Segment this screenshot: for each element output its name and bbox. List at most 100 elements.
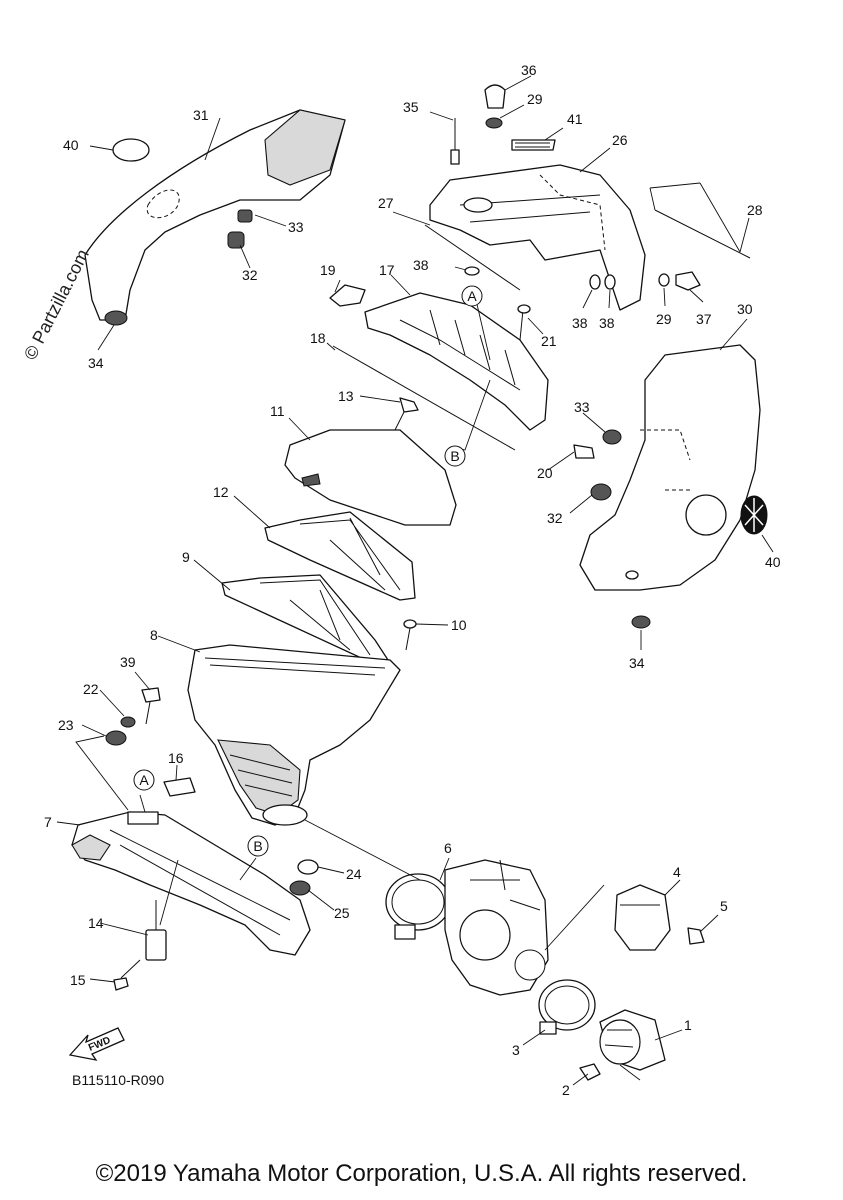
part-36-bolt xyxy=(484,84,506,109)
callout-13: 13 xyxy=(338,388,354,404)
callout-6: 6 xyxy=(444,840,452,856)
callout-32-right: 32 xyxy=(547,510,563,526)
callout-3: 3 xyxy=(512,1042,520,1058)
callout-21: 21 xyxy=(541,333,557,349)
part-32-grommet-right xyxy=(590,483,612,501)
callout-4: 4 xyxy=(673,864,681,880)
part-3-clamp xyxy=(538,979,596,1035)
callout-27: 27 xyxy=(378,195,394,211)
part-30-right-side-cover xyxy=(579,344,761,591)
part-16-clip xyxy=(163,777,196,797)
callout-33-right: 33 xyxy=(574,399,590,415)
callout-8: 8 xyxy=(150,627,158,643)
part-6-clamp xyxy=(385,873,451,940)
part-12-filter-element xyxy=(264,511,416,601)
callout-10: 10 xyxy=(451,617,467,633)
ref-mark-b-bottom: B xyxy=(247,835,269,857)
part-19-clip xyxy=(329,284,366,307)
callout-20: 20 xyxy=(537,465,553,481)
part-22-collar xyxy=(120,716,136,728)
callout-41: 41 xyxy=(567,111,583,127)
callout-1: 1 xyxy=(684,1017,692,1033)
part-11-filter-cover xyxy=(284,429,457,526)
callout-25: 25 xyxy=(334,905,350,921)
callout-19: 19 xyxy=(320,262,336,278)
callout-9: 9 xyxy=(182,549,190,565)
ref-mark-b-bottom-label: B xyxy=(253,838,262,854)
ref-mark-a-bottom-label: A xyxy=(139,772,149,788)
callout-labels: 1 2 3 4 5 6 7 8 9 10 11 12 13 14 15 16 1… xyxy=(44,62,781,1098)
ref-mark-a-top-label: A xyxy=(467,288,477,304)
part-21-screw xyxy=(517,304,531,341)
callout-24: 24 xyxy=(346,866,362,882)
part-38-clips xyxy=(464,266,670,290)
callout-34-right: 34 xyxy=(629,655,645,671)
part-7-lower-case xyxy=(71,811,311,956)
callout-28: 28 xyxy=(747,202,763,218)
callout-34-left: 34 xyxy=(88,355,104,371)
callout-29-top: 29 xyxy=(527,91,543,107)
ref-mark-a-bottom: A xyxy=(133,769,155,791)
callout-16: 16 xyxy=(168,750,184,766)
part-4-cover xyxy=(614,884,671,951)
throttle-body xyxy=(444,859,549,996)
part-37-fastener xyxy=(675,271,701,291)
part-35-screw xyxy=(450,118,460,165)
callout-32-left: 32 xyxy=(242,267,258,283)
part-23-grommet xyxy=(105,730,127,746)
part-8-air-box xyxy=(187,644,401,826)
callout-7: 7 xyxy=(44,814,52,830)
callout-40-right: 40 xyxy=(765,554,781,570)
part-24-grommet xyxy=(297,859,319,875)
callout-33-left: 33 xyxy=(288,219,304,235)
callout-37: 37 xyxy=(696,311,712,327)
part-18-strap xyxy=(332,345,516,451)
callout-2: 2 xyxy=(562,1082,570,1098)
part-1-joint xyxy=(599,1009,666,1071)
part-13-screw xyxy=(393,397,419,433)
part-27-rod xyxy=(424,224,521,291)
callout-31: 31 xyxy=(193,107,209,123)
callout-35: 35 xyxy=(403,99,419,115)
ref-mark-a-top: A xyxy=(461,285,483,307)
callout-23: 23 xyxy=(58,717,74,733)
callout-11: 11 xyxy=(270,403,285,419)
callout-30: 30 xyxy=(737,301,753,317)
part-33-grommet-right xyxy=(602,429,622,445)
part-39-bolt xyxy=(141,687,161,725)
callout-38-right2: 38 xyxy=(599,315,615,331)
fwd-arrow-icon: FWD xyxy=(68,1027,125,1061)
callout-26: 26 xyxy=(612,132,628,148)
callout-39: 39 xyxy=(120,654,136,670)
ref-mark-b-top: B xyxy=(444,445,466,467)
callout-5: 5 xyxy=(720,898,728,914)
part-20-screw xyxy=(573,444,595,459)
part-34-grommet-right xyxy=(631,615,651,629)
callout-15: 15 xyxy=(70,972,86,988)
callout-22: 22 xyxy=(83,681,99,697)
callout-17: 17 xyxy=(379,262,395,278)
part-25-grommet xyxy=(289,880,311,896)
callout-36: 36 xyxy=(521,62,537,78)
callout-38-right1: 38 xyxy=(572,315,588,331)
part-31-left-side-cover xyxy=(84,109,346,326)
ref-mark-b-top-label: B xyxy=(450,448,459,464)
callout-38-center: 38 xyxy=(413,257,429,273)
callout-40-left: 40 xyxy=(63,137,79,153)
part-29-washer-top xyxy=(485,117,503,129)
part-40-emblem-right xyxy=(740,495,768,535)
callout-29-right: 29 xyxy=(656,311,672,327)
part-14-sensor xyxy=(145,900,167,961)
diagram-code: B115110-R090 xyxy=(72,1072,165,1088)
part-26-top-cover xyxy=(429,139,646,311)
callout-12: 12 xyxy=(213,484,229,500)
callout-18: 18 xyxy=(310,330,326,346)
part-17-bracket xyxy=(364,292,549,431)
leader-lines xyxy=(56,75,774,1086)
part-15-screw xyxy=(113,959,141,991)
part-28-rod xyxy=(654,209,751,259)
part-10-screw xyxy=(403,619,417,651)
callout-14: 14 xyxy=(88,915,104,931)
copyright-footer: ©2019 Yamaha Motor Corporation, U.S.A. A… xyxy=(95,1160,748,1187)
